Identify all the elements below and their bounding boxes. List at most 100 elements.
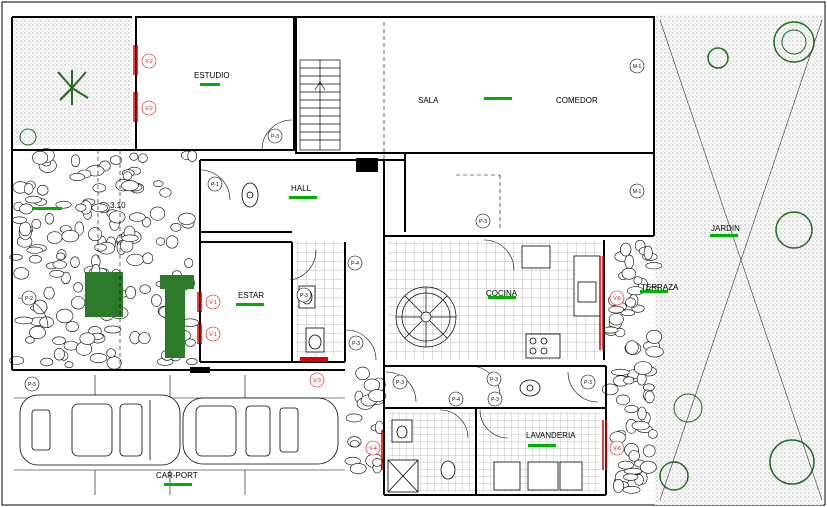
garden-jardin: [655, 15, 823, 505]
paving-stone: [55, 252, 66, 261]
paving-stone: [368, 389, 387, 403]
vegetation: [19, 21, 815, 491]
wall-mark: [190, 367, 210, 373]
paving-stone: [79, 332, 96, 345]
door-tag-carport: P-5: [28, 382, 36, 388]
paving-stone: [647, 429, 658, 439]
paving-stone: [92, 183, 107, 193]
paving-stone: [32, 299, 48, 315]
paving-stone: [625, 297, 637, 308]
mirror-tag-top: M-1: [633, 64, 642, 70]
paving-stone: [91, 203, 108, 213]
paving-stone: [53, 348, 65, 361]
paving-stone: [628, 450, 640, 462]
paving-stone: [155, 237, 166, 246]
paving-stone: [14, 316, 34, 325]
paving-stone: [601, 383, 619, 396]
paving-stone: [104, 325, 122, 334]
paving-stone: [31, 218, 42, 229]
door-tag-patio-right: P-3: [584, 380, 592, 386]
palm-tree-icon: [57, 70, 89, 105]
paving-stone: [109, 155, 122, 165]
paving-stone: [624, 404, 639, 413]
paving-stone: [28, 255, 42, 264]
paving-stone: [94, 243, 107, 252]
paving-stone: [121, 234, 139, 242]
paving-stone: [159, 187, 172, 198]
paving-stone: [643, 444, 656, 458]
paving-stone: [639, 460, 657, 474]
window-tag-estudio-2: V-2: [145, 106, 153, 112]
paving-stone: [636, 372, 647, 386]
paving-stone: [170, 223, 182, 232]
shrub-icon: [85, 272, 194, 358]
mirror-tag-bottom: M-1: [633, 189, 642, 195]
paving-stone: [52, 260, 67, 269]
paving-stone: [608, 305, 625, 314]
paving-stone: [623, 473, 639, 481]
paving-stone: [75, 203, 87, 212]
paving-stone: [71, 296, 86, 310]
paving-stone: [70, 154, 81, 168]
room-label-comedor: COMEDOR: [556, 96, 598, 105]
door-tag-side: P-2: [25, 296, 33, 302]
paving-stone: [25, 336, 35, 344]
palm-icon-2: [659, 461, 689, 491]
car-right: [182, 397, 339, 465]
room-label-hall: HALL: [291, 184, 312, 193]
paving-stone: [106, 356, 122, 370]
paving-stone: [108, 210, 126, 224]
room-label-lavanderia: LAVANDERIA: [526, 431, 576, 440]
paving-stone: [153, 180, 164, 187]
room-label-terraza: TERRAZA: [641, 283, 679, 292]
paving-stone: [184, 338, 196, 347]
door-swings: [17, 119, 599, 439]
car-left: [19, 394, 181, 466]
window-tags: V-2 V-2 V-1 V-1 V-3 V-4 V-6 V-6: [141, 53, 625, 456]
paving-stone: [52, 336, 66, 345]
paving-stone: [611, 368, 630, 376]
paving-stone: [49, 269, 65, 278]
paving-stone: [142, 216, 151, 228]
paving-stone: [612, 478, 624, 493]
paving-stone: [625, 340, 639, 355]
paving-stone: [12, 216, 27, 224]
paving-stone: [620, 242, 632, 257]
door-tags: P-3 P-1 P-2 P-4 P-3 P-3 P-3 P-3 P-3 P-3 …: [21, 58, 645, 407]
paving-stone: [349, 463, 367, 475]
kitchen-counter: [521, 245, 601, 359]
stone-paving-mid: [344, 366, 387, 475]
door-tag-wc: P-4: [452, 397, 460, 403]
window-lines: [133, 45, 607, 470]
window-tag-estar-1: V-1: [209, 300, 217, 306]
paving-stone: [36, 184, 49, 196]
window-tag-estudio-1: V-2: [145, 59, 153, 65]
window-mark-v3: [300, 357, 328, 362]
paving-stone: [63, 340, 79, 351]
paving-stone: [142, 252, 154, 265]
paving-stone: [645, 262, 663, 270]
paving-stone: [9, 356, 25, 365]
dashed-lines: [97, 22, 501, 370]
kitchen-tiles: [388, 242, 602, 360]
bush-icon: [707, 47, 729, 69]
paving-stone: [138, 332, 151, 344]
paving-stone: [372, 458, 383, 467]
paving-stone: [19, 203, 34, 215]
paving-stone: [633, 276, 643, 285]
column-block: [356, 158, 378, 172]
paving-stone: [43, 286, 55, 300]
paving-stone: [165, 235, 179, 249]
room-label-carport: CAR-PORT: [156, 471, 198, 480]
paving-stone: [355, 366, 370, 381]
paving-stone: [65, 321, 79, 332]
paving-stone: [186, 358, 198, 366]
paving-stone: [602, 326, 619, 334]
paving-stone: [149, 206, 166, 221]
window-tag-estar-2: V-1: [209, 332, 217, 338]
paving-stone: [55, 200, 72, 209]
tree-icon: [773, 21, 815, 63]
paving-stone: [29, 325, 46, 339]
paving-stone: [631, 420, 650, 431]
